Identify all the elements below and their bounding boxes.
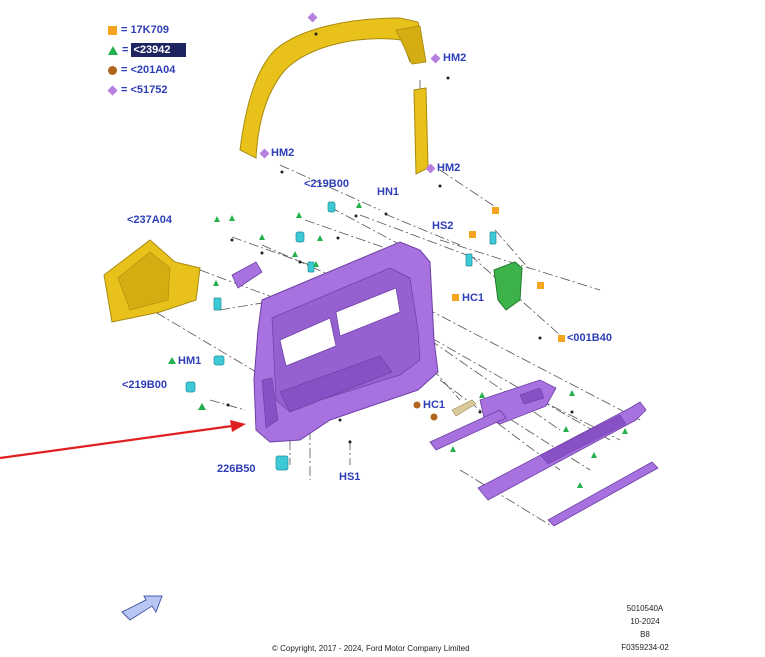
legend-code: 17K709 — [130, 24, 169, 36]
legend-equals: = — [121, 64, 128, 76]
part-label-hm1[interactable]: HM1 — [178, 355, 202, 367]
illustration-id: 5010540A — [626, 604, 664, 613]
part-label-hc1-bottom[interactable]: HC1 — [423, 399, 446, 411]
door-frame-moulding — [239, 17, 429, 175]
part-label-237a04[interactable]: <237A04 — [127, 214, 172, 226]
foam-pad — [451, 399, 477, 417]
red-pointer-arrow — [0, 420, 246, 460]
legend-code: <51752 — [130, 84, 168, 96]
legend-code: <201A04 — [130, 64, 176, 76]
lower-trim-strip — [477, 401, 659, 527]
copyright-notice: © Copyright, 2017 - 2024, Ford Motor Com… — [272, 644, 470, 653]
part-label-001b40[interactable]: <001B40 — [567, 332, 612, 344]
part-label-hs1[interactable]: HS1 — [339, 471, 361, 483]
legend-equals: = — [121, 24, 128, 36]
green-triangle-icon — [108, 45, 118, 55]
legend-equals: = — [122, 44, 129, 56]
illustration-code: B8 — [640, 630, 650, 639]
legend-row-circle: = <201A04 — [108, 63, 175, 77]
square-callouts — [452, 207, 565, 342]
legend-code-highlighted: <23942 — [131, 43, 187, 57]
part-label-hm2-right[interactable]: HM2 — [437, 162, 461, 174]
figure-id: F0359234-02 — [621, 643, 669, 652]
orange-square-icon — [108, 25, 117, 35]
orientation-arrow-icon — [121, 595, 163, 621]
part-label-hm2-top[interactable]: HM2 — [443, 52, 467, 64]
brown-circle-icon — [108, 65, 117, 75]
part-label-hm2-left[interactable]: HM2 — [271, 147, 295, 159]
fastener-dots — [226, 32, 574, 444]
small-bracket-left — [231, 261, 263, 289]
speaker-bracket — [103, 239, 201, 323]
part-label-hn1[interactable]: HN1 — [377, 186, 400, 198]
part-label-hc1-right[interactable]: HC1 — [462, 292, 485, 304]
part-label-219b00-top[interactable]: <219B00 — [304, 178, 349, 190]
circle-callouts — [413, 401, 438, 421]
armrest-switch-bezel — [429, 379, 557, 451]
legend-row-square: = 17K709 — [108, 23, 169, 37]
purple-diamond-icon — [107, 84, 118, 96]
part-label-hs2[interactable]: HS2 — [432, 220, 454, 232]
legend-equals: = — [121, 84, 128, 96]
illustration-date: 10-2024 — [630, 617, 660, 626]
legend-row-diamond: = <51752 — [107, 83, 168, 97]
legend-row-triangle: = <23942 — [108, 43, 187, 57]
part-label-219b00-left[interactable]: <219B00 — [122, 379, 167, 391]
door-handle-bezel — [493, 261, 523, 311]
clips-fasteners — [185, 201, 497, 471]
door-trim-panel — [253, 241, 439, 443]
triangle-callouts — [168, 202, 628, 488]
part-label-226b50[interactable]: 226B50 — [217, 463, 256, 475]
